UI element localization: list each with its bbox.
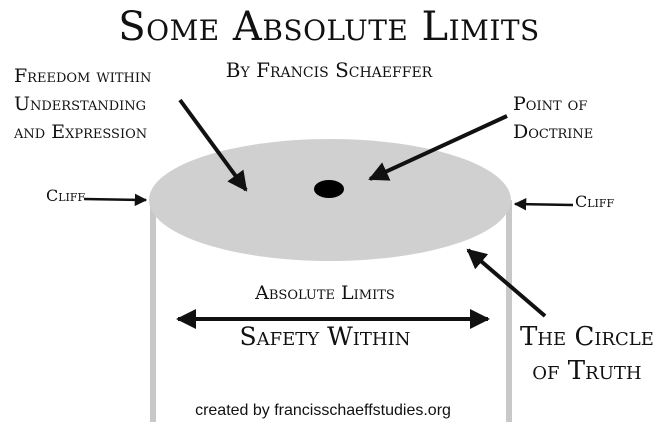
cliff-right-label: Cliff — [575, 192, 614, 211]
doctrine-label-line2: Doctrine — [513, 118, 593, 146]
point-of-doctrine-dot — [314, 180, 344, 198]
circle-of-truth-line2: of Truth — [520, 354, 654, 388]
cliff-right-arrow — [515, 204, 573, 205]
freedom-label-line3: and Expression — [14, 118, 151, 146]
diagram-title: Some Absolute Limits — [0, 4, 658, 50]
circle-of-truth-disc — [149, 139, 511, 261]
freedom-label-line2: Understanding — [14, 90, 151, 118]
cylinder-wall-right — [506, 200, 512, 422]
credit-text: created by francisschaeffstudies.org — [0, 402, 658, 420]
circle-of-truth-line1: The Circle — [520, 320, 654, 354]
freedom-label: Freedom within Understanding and Express… — [14, 62, 151, 146]
doctrine-label-line1: Point of — [513, 90, 593, 118]
doctrine-label: Point of Doctrine — [513, 90, 593, 146]
cylinder-wall-left — [150, 200, 156, 422]
absolute-limits-label: Absolute Limits — [0, 282, 658, 304]
circle-of-truth-label: The Circle of Truth — [520, 320, 654, 388]
cliff-left-label: Cliff — [46, 186, 85, 205]
freedom-label-line1: Freedom within — [14, 62, 151, 90]
cliff-left-arrow — [84, 199, 146, 200]
